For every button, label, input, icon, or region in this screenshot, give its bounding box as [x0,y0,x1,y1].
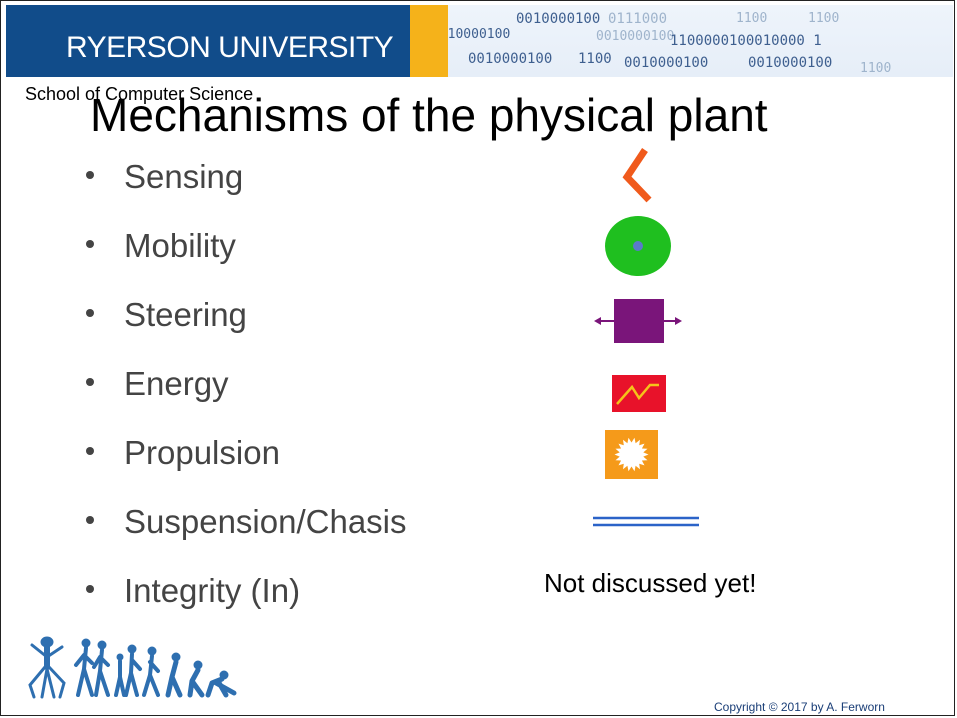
binary-text: 0010000100 [516,11,601,27]
bullet-label: Propulsion [124,434,280,471]
university-banner: RYERSON UNIVERSITY [6,5,410,77]
bullet-item: Energy [86,365,229,405]
copyright-text: Copyright © 2017 by A. Ferworn [714,700,885,714]
bullet-item: Propulsion [86,434,280,474]
suspension-lines-icon [593,516,699,527]
bullet-dot [86,378,94,387]
propulsion-starburst-icon [605,430,658,479]
bullet-item: Suspension/Chasis [86,503,407,543]
binary-text: 1100 [578,51,612,67]
bullet-dot [86,516,94,525]
bullet-label: Energy [124,365,229,402]
gold-stripe [410,5,448,77]
binary-text: 1100 [808,11,840,26]
bullet-label: Mobility [124,227,236,264]
steering-arrows-icon [594,299,682,343]
binary-text: 1100 [736,11,768,26]
bullet-dot [86,585,94,594]
slide-title: Mechanisms of the physical plant [90,89,768,141]
bullet-item: Integrity (In) [86,572,300,612]
bullet-label: Suspension/Chasis [124,503,407,540]
binary-text: 0010000100 [748,55,833,71]
binary-decoration: 0010000100 0111000 1100 1100 0010000100 … [448,5,953,77]
bullet-label: Steering [124,296,247,333]
binary-text: 0010000100 [448,27,511,42]
sensing-chevron-icon [622,148,652,203]
bullet-item: Mobility [86,227,236,267]
bullet-dot [86,309,94,318]
energy-zigzag-icon [612,375,666,412]
university-name: RYERSON UNIVERSITY [66,31,394,64]
bullet-item: Sensing [86,158,243,198]
bullet-dot [86,240,94,249]
binary-text: 1100 [860,61,892,76]
binary-text: 0111000 [608,11,668,27]
binary-text: 0010000100 [624,55,709,71]
bullet-dot [86,171,94,180]
bullet-item: Steering [86,296,247,336]
school-name: School of Computer Science [25,84,254,104]
bullet-dot [86,447,94,456]
binary-text: 1100000100010000 1 [670,33,822,49]
binary-text: 0010000100 [468,51,553,67]
binary-text: 0010000100 [596,29,675,44]
bullet-label: Sensing [124,158,244,195]
mobility-wheel-icon [605,216,671,276]
bullet-label: Integrity (In) [124,572,301,609]
evolution-figures-logo [28,636,237,699]
not-discussed-note: Not discussed yet! [544,568,757,598]
